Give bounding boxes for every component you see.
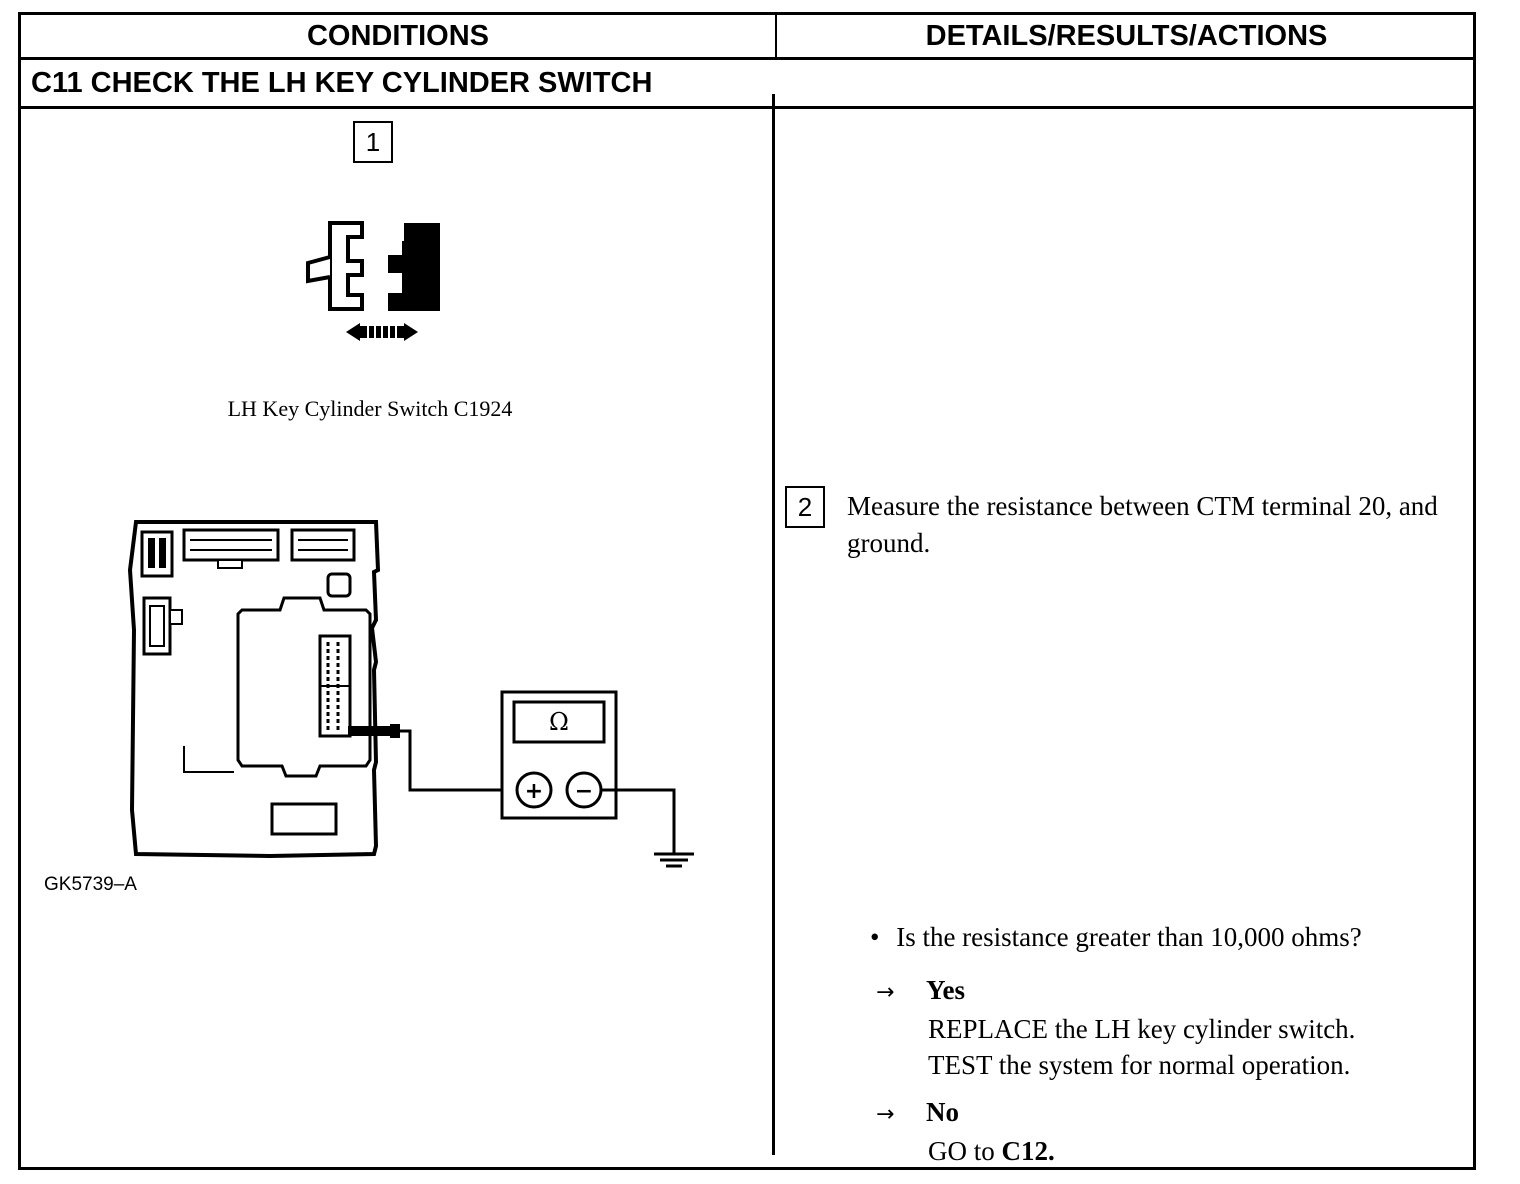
column-divider (772, 94, 775, 1155)
connector-caption: LH Key Cylinder Switch C1924 (227, 396, 513, 421)
question-item: • Is the resistance greater than 10,000 … (870, 922, 1362, 953)
arrow-icon: → (876, 1102, 895, 1127)
section-title: C11 CHECK THE LH KEY CYLINDER SWITCH (31, 67, 653, 99)
yes-action-1: REPLACE the LH key cylinder switch. (928, 1014, 1356, 1044)
no-action-prefix: GO to (928, 1136, 1002, 1166)
no-action-target: C12. (1001, 1136, 1055, 1166)
conditions-header: CONDITIONS (306, 20, 490, 52)
ohm-symbol: Ω (549, 708, 569, 736)
answer-no: → No GO to C12. (876, 1094, 1055, 1169)
plus-symbol: + (525, 779, 543, 804)
details-header: DETAILS/RESULTS/ACTIONS (925, 20, 1328, 52)
section-row: C11 CHECK THE LH KEY CYLINDER SWITCH (21, 60, 1473, 109)
ohmmeter-display (512, 700, 606, 744)
yes-action-2: TEST the system for normal operation. (928, 1050, 1351, 1080)
instruction-text: Measure the resistance between CTM termi… (847, 491, 1438, 558)
diagnostic-table: CONDITIONS DETAILS/RESULTS/ACTIONS C11 C… (18, 12, 1476, 1170)
header-row: CONDITIONS DETAILS/RESULTS/ACTIONS (21, 15, 1473, 60)
no-label: No (926, 1097, 959, 1127)
step-2-box: 2 (785, 486, 825, 528)
no-action: GO to C12. (876, 1133, 1055, 1169)
header-divider (775, 15, 777, 57)
arrow-icon: → (876, 980, 895, 1005)
ctm-module-diagram: Ω + − (127, 520, 694, 868)
bullet-icon: • (870, 922, 880, 952)
connector-disconnect-icon (306, 221, 440, 341)
minus-symbol: − (575, 779, 593, 804)
answer-yes: → Yes REPLACE the LH key cylinder switch.… (876, 972, 1355, 1083)
figure-id: GK5739–A (44, 874, 137, 895)
step-1-box: 1 (353, 121, 393, 163)
positive-terminal (515, 771, 553, 809)
ground-icon (654, 852, 694, 868)
question-text: Is the resistance greater than 10,000 oh… (896, 922, 1362, 952)
yes-label: Yes (926, 975, 965, 1005)
